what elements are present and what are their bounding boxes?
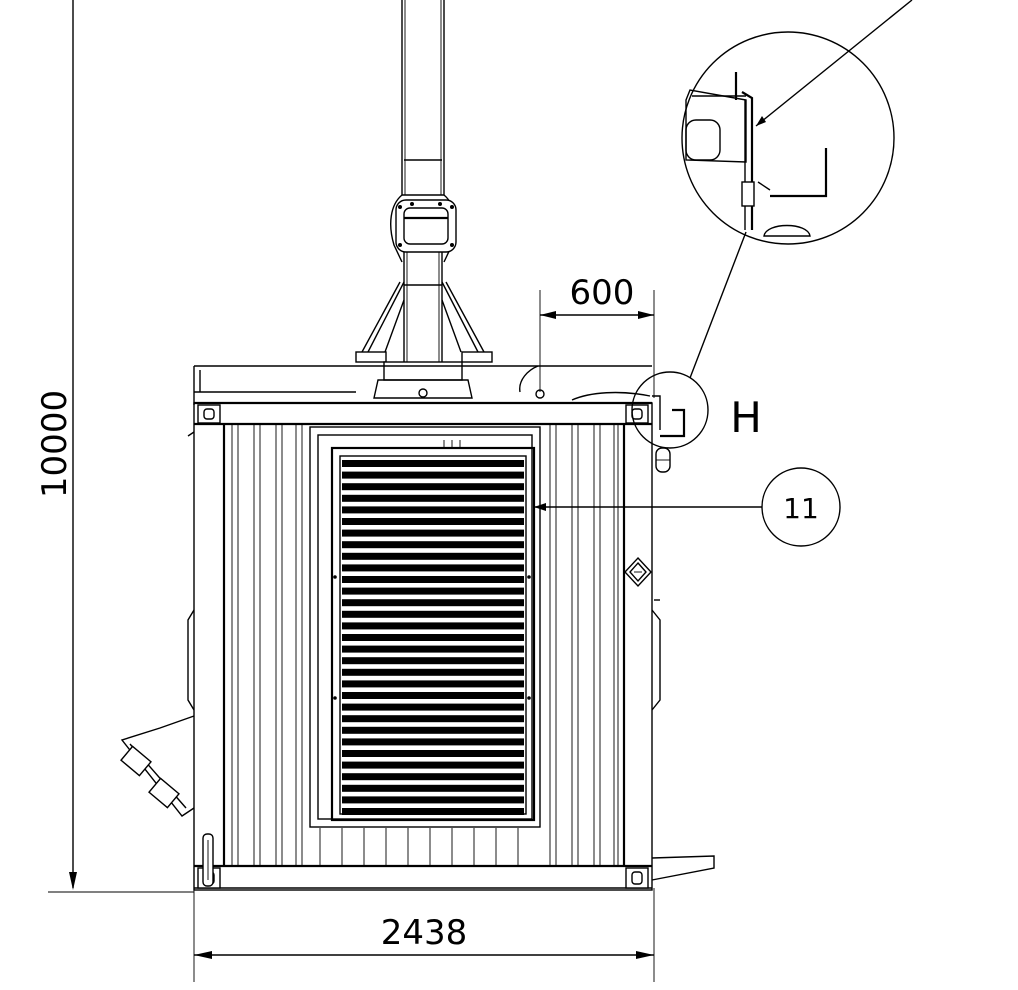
magnified-detail bbox=[681, 0, 913, 245]
air-hood bbox=[120, 715, 195, 817]
height-dimension: 10000 bbox=[35, 0, 194, 893]
louver-slat bbox=[342, 494, 524, 502]
louver-slat bbox=[342, 518, 524, 525]
louver-slat bbox=[342, 541, 524, 549]
louver-slat bbox=[342, 599, 524, 607]
detail-label: H bbox=[730, 393, 762, 442]
louver-slat bbox=[342, 529, 524, 537]
louver-slat bbox=[342, 668, 524, 676]
louver-slat bbox=[342, 576, 524, 583]
louver-slat bbox=[342, 622, 524, 630]
louver-slat bbox=[342, 761, 524, 769]
container-body bbox=[120, 395, 715, 891]
louver-slat bbox=[342, 715, 524, 723]
louver-slat bbox=[342, 703, 524, 711]
louver-slat bbox=[342, 657, 524, 665]
louver-slat bbox=[342, 645, 524, 653]
louver-slat bbox=[342, 796, 524, 804]
louver-slat bbox=[342, 471, 524, 479]
callout-number: 11 bbox=[783, 492, 819, 525]
offset-dimension-value: 600 bbox=[570, 273, 635, 313]
flange-bolts bbox=[398, 202, 454, 247]
width-dimension: 2438 bbox=[193, 888, 655, 982]
warning-diamond-icon bbox=[624, 556, 652, 588]
detail-h bbox=[631, 231, 747, 449]
louver-slat bbox=[342, 483, 524, 491]
offset-dimension: 600 bbox=[539, 273, 655, 398]
louver-slat bbox=[342, 692, 524, 699]
louver-slat bbox=[342, 610, 524, 618]
louver-slats bbox=[342, 460, 524, 815]
louver-slat bbox=[342, 587, 524, 595]
louver-slat bbox=[342, 750, 524, 757]
height-dimension-value: 10000 bbox=[35, 390, 75, 498]
exhaust-stack bbox=[355, 0, 493, 399]
louver-slat bbox=[342, 773, 524, 781]
louver-slat bbox=[342, 784, 524, 792]
louver-slat bbox=[342, 552, 524, 560]
louver-slat bbox=[342, 564, 524, 572]
louver-slat bbox=[342, 738, 524, 746]
louver-slat bbox=[342, 680, 524, 688]
width-dimension-value: 2438 bbox=[381, 913, 468, 953]
corrugation-lines bbox=[231, 424, 619, 866]
callout-11: 11 bbox=[534, 467, 841, 547]
louver-slat bbox=[342, 634, 524, 641]
louver-slat bbox=[342, 808, 524, 815]
louver-slat bbox=[342, 506, 524, 514]
louver-slat bbox=[342, 460, 524, 467]
louver-slat bbox=[342, 726, 524, 734]
